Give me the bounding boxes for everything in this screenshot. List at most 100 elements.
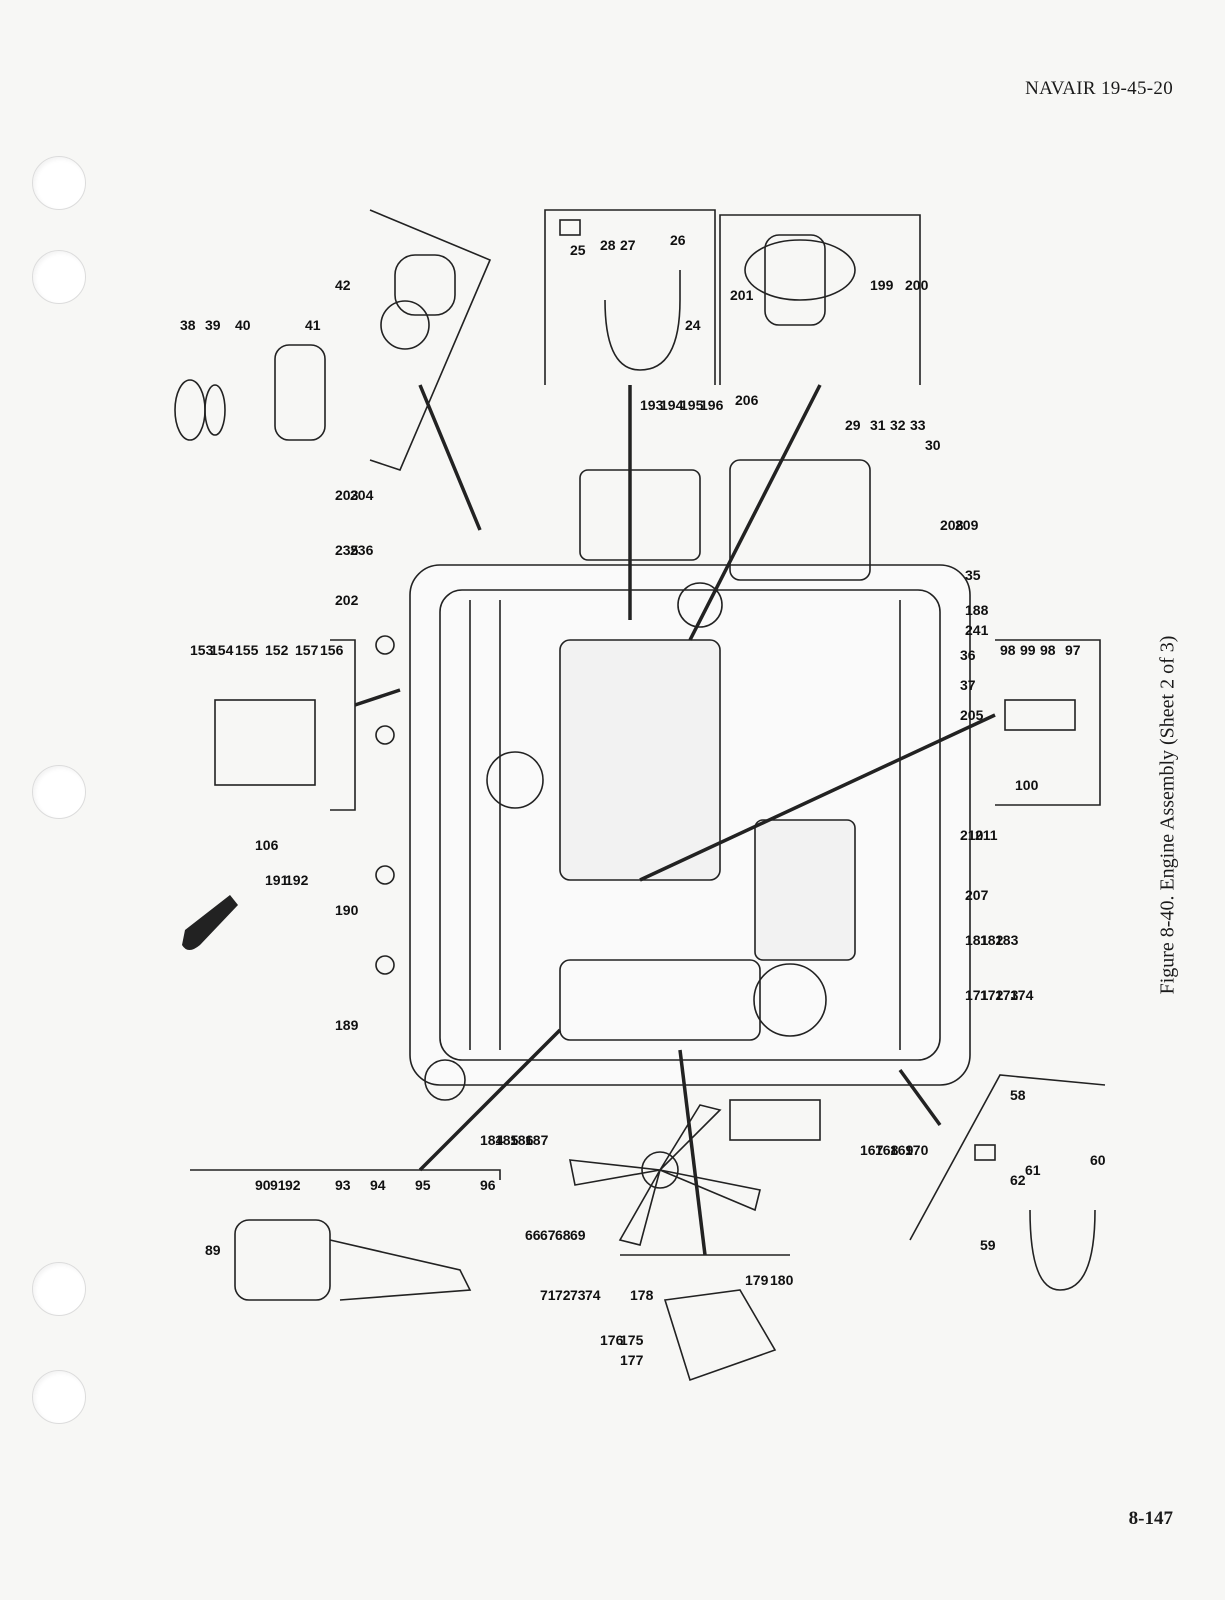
callout-label: 200 (905, 277, 929, 293)
callout-label: 72 (555, 1287, 571, 1303)
callout-label: 62 (1010, 1172, 1026, 1188)
callout-label: 27 (620, 237, 636, 253)
callout-label: 211 (975, 827, 998, 843)
leader-lines (354, 384, 996, 1256)
callout-label: 207 (965, 887, 989, 903)
callout-label: 31 (870, 417, 886, 433)
callout-label: 184 (480, 1132, 504, 1148)
callout-label: 98 (1040, 642, 1056, 658)
callout-label: 172 (980, 987, 1004, 1003)
callout-label: 206 (735, 392, 759, 408)
callout-label: 179 (745, 1272, 769, 1288)
callout-label: 58 (1010, 1087, 1026, 1103)
callout-label: 61 (1025, 1162, 1041, 1178)
callout-label: 37 (960, 677, 976, 693)
callout-label: 74 (585, 1287, 601, 1303)
callout-label: 235 (335, 542, 359, 558)
callout-label: 175 (620, 1332, 644, 1348)
callout-label: 205 (960, 707, 984, 723)
callout-label: 157 (295, 642, 319, 658)
callout-label: 154 (210, 642, 234, 658)
callout-label: 26 (670, 232, 686, 248)
callout-label: 203 (335, 487, 359, 503)
callout-label: 176 (600, 1332, 624, 1348)
callout-label: 201 (730, 287, 754, 303)
callout-label: 193 (640, 397, 664, 413)
callout-label: 90 (255, 1177, 271, 1193)
callout-label: 106 (255, 837, 279, 853)
callout-label: 89 (205, 1242, 221, 1258)
callout-label: 192 (285, 872, 309, 888)
callout-label: 185 (495, 1132, 519, 1148)
callout-label: 96 (480, 1177, 496, 1193)
callout-label: 178 (630, 1287, 654, 1303)
callout-label: 67 (540, 1227, 556, 1243)
callout-label: 60 (1090, 1152, 1106, 1168)
callout-label: 66 (525, 1227, 541, 1243)
callout-label: 59 (980, 1237, 996, 1253)
callout-label: 173 (995, 987, 1019, 1003)
callout-label: 41 (305, 317, 321, 333)
cooling-fan (569, 1099, 821, 1246)
callout-label: 167 (860, 1142, 884, 1158)
binder-hole-upper (32, 250, 86, 304)
pointing-hand-icon (182, 895, 238, 950)
callout-label: 181 (965, 932, 989, 948)
callout-label: 92 (285, 1177, 301, 1193)
callout-label: 188 (965, 602, 989, 618)
callout-label: 73 (570, 1287, 586, 1303)
callout-label: 204 (350, 487, 374, 503)
callout-label: 202 (335, 592, 359, 608)
callout-label: 156 (320, 642, 344, 658)
callout-label: 69 (570, 1227, 586, 1243)
callout-label: 195 (680, 397, 704, 413)
callout-label: 29 (845, 417, 861, 433)
callout-label: 68 (555, 1227, 571, 1243)
callout-label: 187 (525, 1132, 549, 1148)
callout-label: 189 (335, 1017, 359, 1033)
callout-label: 39 (205, 317, 221, 333)
callout-label: 99 (1020, 642, 1036, 658)
binder-hole-bottom (32, 1370, 86, 1424)
binder-hole-middle (32, 765, 86, 819)
callout-label: 199 (870, 277, 894, 293)
callout-label: 30 (925, 437, 941, 453)
callout-label: 25 (570, 242, 586, 258)
callout-label: 24 (685, 317, 701, 333)
callout-label: 169 (890, 1142, 914, 1158)
callout-label: 170 (905, 1142, 929, 1158)
callout-label: 191 (265, 872, 289, 888)
part-callouts: 38 39 40 41 42 25 28 27 26 24 201 199 20… (180, 232, 1106, 1368)
callout-label: 38 (180, 317, 196, 333)
callout-label: 186 (510, 1132, 534, 1148)
callout-label: 91 (270, 1177, 286, 1193)
callout-label: 171 (965, 987, 989, 1003)
callout-label: 95 (415, 1177, 431, 1193)
callout-label: 35 (965, 567, 981, 583)
callout-label: 94 (370, 1177, 386, 1193)
callout-label: 168 (875, 1142, 899, 1158)
callout-label: 210 (960, 827, 984, 843)
document-id: NAVAIR 19-45-20 (1025, 78, 1173, 99)
callout-label: 42 (335, 277, 351, 293)
callout-label: 153 (190, 642, 214, 658)
callout-label: 152 (265, 642, 289, 658)
callout-label: 190 (335, 902, 359, 918)
engine-block (375, 459, 971, 1101)
figure-caption: Figure 8-40. Engine Assembly (Sheet 2 of… (1156, 635, 1179, 995)
callout-label: 32 (890, 417, 906, 433)
callout-label: 71 (540, 1287, 556, 1303)
callout-label: 98 (1000, 642, 1016, 658)
callout-label: 241 (965, 622, 989, 638)
callout-label: 209 (955, 517, 979, 533)
callout-label: 97 (1065, 642, 1081, 658)
binder-hole-top (32, 156, 86, 210)
callout-label: 196 (700, 397, 724, 413)
callout-label: 33 (910, 417, 926, 433)
callout-label: 28 (600, 237, 616, 253)
binder-hole-lower (32, 1262, 86, 1316)
callout-label: 183 (995, 932, 1019, 948)
callout-label: 93 (335, 1177, 351, 1193)
